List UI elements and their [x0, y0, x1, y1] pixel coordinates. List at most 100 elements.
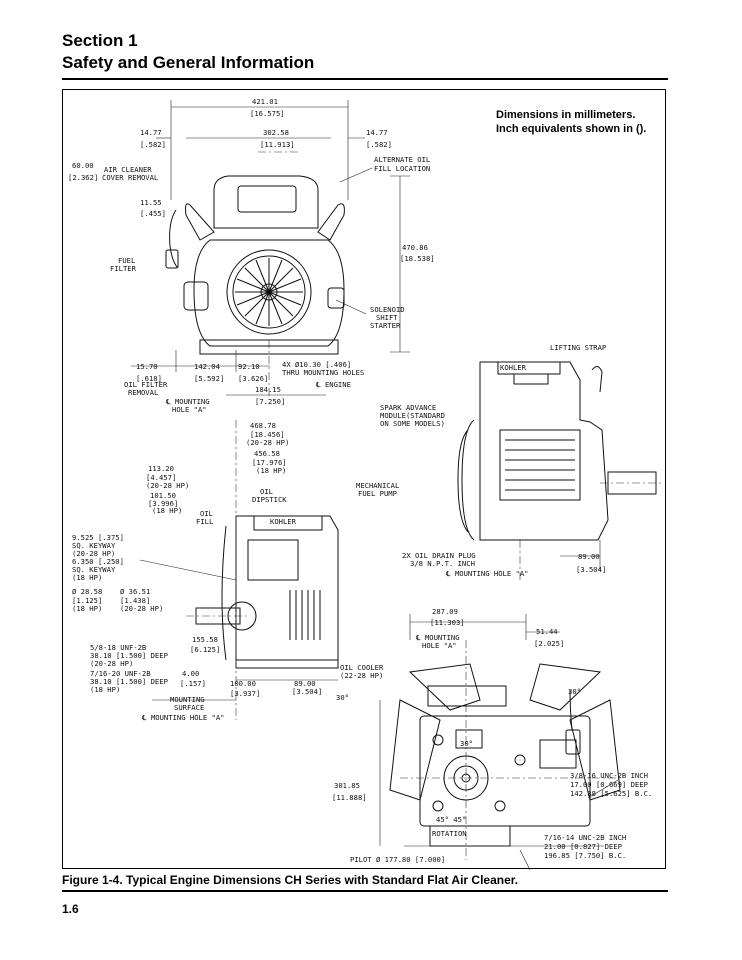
shaft1-hp: (18 HP) [72, 604, 102, 613]
rear-view [379, 614, 621, 871]
thread1: 5/8-18 UNF-2B [90, 643, 146, 652]
alt-oil-fill-label: ALTERNATE OIL [374, 155, 430, 164]
angle-45-label: 45° 45° [436, 815, 466, 824]
oil-filter-removal: OIL FILTER [124, 380, 168, 389]
dim-10150-in: [3.996] [148, 499, 178, 508]
dim-9210-in: [3.626] [238, 374, 268, 383]
dim-5144-in: [2.025] [534, 639, 564, 648]
dim-45558-hp: (18 HP) [256, 466, 286, 475]
section-heading: Section 1 Safety and General Information [62, 30, 314, 74]
header-rule [62, 78, 668, 80]
angle-30-center: 30° [460, 739, 473, 748]
figure-frame [62, 89, 666, 869]
keyway1: 9.525 [.375] [72, 533, 124, 542]
cl-mount-a-label: ℄ MOUNTING [165, 397, 210, 406]
dim-overall-width-in: [16.575] [250, 109, 285, 118]
dim-10000-in: [3.937] [230, 689, 260, 698]
pilot-label: PILOT Ø 177.80 [7.000] [350, 855, 445, 864]
cl-engine-label: ℄ ENGINE [315, 380, 351, 389]
shaft1-in: [1.125] [72, 596, 102, 605]
dim-15558: 155.58 [192, 635, 218, 644]
lifting-strap-label: LIFTING STRAP [550, 343, 606, 352]
thread2-b: 38.10 [1.500] DEEP [90, 677, 168, 686]
drain-plug-label: 2X OIL DRAIN PLUG [402, 551, 476, 560]
dim-14204: 142.04 [194, 362, 220, 371]
figure-caption: Figure 1-4. Typical Engine Dimensions CH… [62, 873, 519, 887]
brand-badge-left: KOHLER [270, 517, 297, 526]
dimension-note-line-2: Inch equivalents shown in (). [496, 123, 647, 135]
dim-8900b: 89.00 [294, 679, 316, 688]
cl-mount-rear: ℄ MOUNTING [415, 633, 460, 642]
thread4: 7/16-14 UNC-2B INCH [544, 833, 626, 842]
mech-fuel-pump-label-2: FUEL PUMP [358, 489, 397, 498]
dim-45558-in: [17.976] [252, 458, 287, 467]
dim-height: 470.86 [402, 243, 428, 252]
mounting-surface-label: MOUNTING [170, 695, 205, 704]
oil-dipstick-label-2: DIPSTICK [252, 495, 287, 504]
dim-28709: 287.09 [432, 607, 458, 616]
shaft2-hp: (20-28 HP) [120, 604, 163, 613]
oil-dipstick-label: OIL [260, 487, 273, 496]
thread3-c: 142.88 [5.625] B.C. [570, 789, 652, 798]
keyway2-b: SQ. KEYWAY [72, 565, 116, 574]
mech-fuel-pump-label: MECHANICAL [356, 481, 399, 490]
air-cleaner-label-2: COVER REMOVAL [102, 173, 158, 182]
dim-15558-in: [6.125] [190, 645, 220, 654]
thread3-b: 17.00 [0.669] DEEP [570, 780, 648, 789]
dim-10150: 101.50 [150, 491, 176, 500]
dim-11320: 113.20 [148, 464, 174, 473]
dim-28709-in: [11.303] [430, 618, 465, 627]
shaft2: Ø 36.51 [120, 587, 150, 596]
dim-46878-hp: (20-28 HP) [246, 438, 289, 447]
dim-30185: 301.85 [334, 781, 360, 790]
dim-14204-in: [5.592] [194, 374, 224, 383]
cl-mount-a-label-2: HOLE "A" [172, 405, 207, 414]
thread4-c: 196.85 [7.750] B.C. [544, 851, 626, 860]
shaft1: Ø 28.58 [72, 587, 102, 596]
oil-cooler-label-2: (22-28 HP) [340, 671, 383, 680]
dim-46878: 468.78 [250, 421, 276, 430]
solenoid-label-3: STARTER [370, 321, 401, 330]
alt-oil-fill-label-2: FILL LOCATION [374, 164, 430, 173]
dim-1570-in: [.618] [136, 374, 162, 383]
dim-8900: 89.00 [578, 552, 600, 561]
thread2-c: (18 HP) [90, 685, 120, 694]
caption-rule [62, 890, 668, 892]
air-cleaner-label: AIR CLEANER [104, 165, 152, 174]
side-view [457, 361, 664, 580]
keyway1-c: (20-28 HP) [72, 549, 115, 558]
mount-holes-label-2: THRU MOUNTING HOLES [282, 368, 364, 377]
dim-10150-hp: (18 HP) [152, 506, 182, 515]
dim-1155: 11.55 [140, 198, 162, 207]
dim-10000: 100.00 [230, 679, 256, 688]
cl-mount-rear-2: HOLE "A" [422, 641, 457, 650]
dim-1570: 15.70 [136, 362, 158, 371]
drain-plug-label-2: 3/8 N.P.T. INCH [410, 559, 475, 568]
section-number: Section 1 [62, 31, 138, 50]
thread1-b: 38.10 [1.500] DEEP [90, 651, 168, 660]
angle-30-left: 30° [336, 693, 349, 702]
dim-right-offset-in: [.582] [366, 140, 392, 149]
fuel-filter-label: FUEL [118, 256, 135, 265]
dim-18415-in: [7.250] [255, 397, 285, 406]
solenoid-label: SOLENOID [370, 305, 405, 314]
rotation-label: ROTATION [432, 829, 467, 838]
oil-cooler-label: OIL COOLER [340, 663, 384, 672]
thread4-b: 21.00 [0.827] DEEP [544, 842, 622, 851]
section-title: Safety and General Information [62, 53, 315, 72]
cl-mount-a-side: ℄ MOUNTING HOLE "A" [445, 569, 529, 578]
shaft2-in: [1.438] [120, 596, 150, 605]
keyway2-c: (18 HP) [72, 573, 102, 582]
dim-8900b-in: [3.504] [292, 687, 322, 696]
spark-advance-label-3: ON SOME MODELS) [380, 419, 445, 428]
thread1-c: (20-28 HP) [90, 659, 133, 668]
dim-1155-in: [.455] [140, 209, 166, 218]
dim-right-offset: 14.77 [366, 128, 388, 137]
dim-45558: 456.58 [254, 449, 280, 458]
dimension-labels: 421.01 [16.575] 302.58 [11.913] 14.77 [.… [68, 97, 652, 864]
dim-11320-in: [4.457] [146, 473, 176, 482]
mounting-surface-label-2: SURFACE [174, 703, 204, 712]
dim-46878-in: [18.456] [250, 430, 285, 439]
dim-5144: 51.44 [536, 627, 558, 636]
